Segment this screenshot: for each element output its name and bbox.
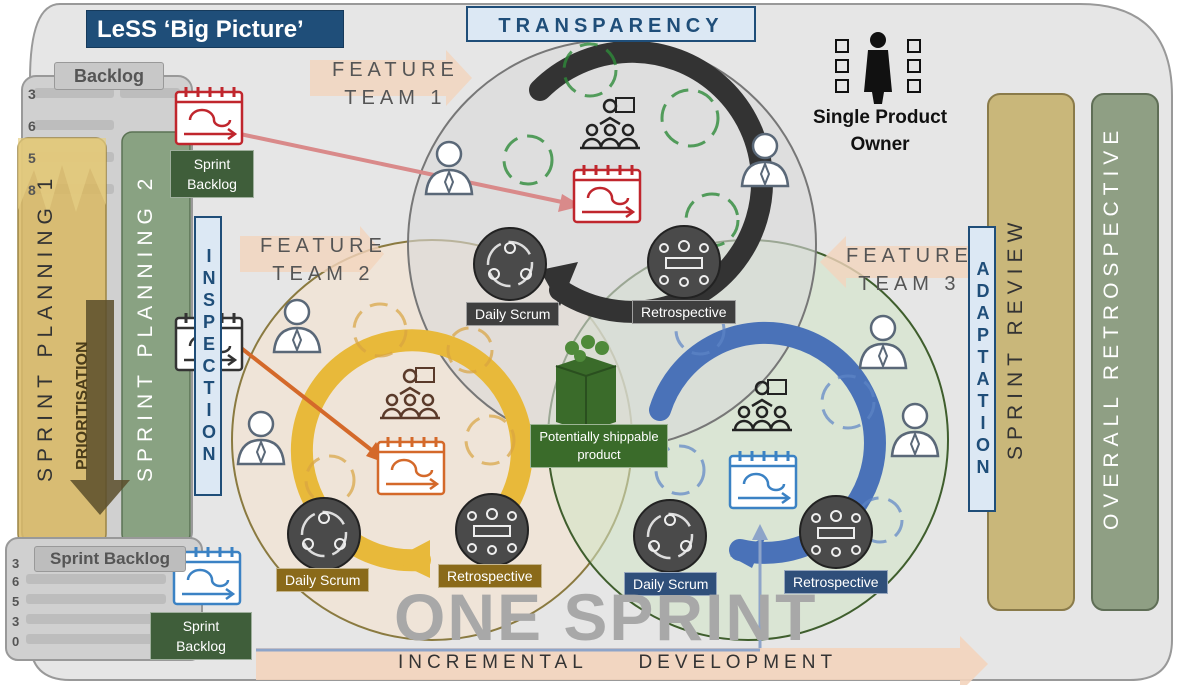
incremental-development-label: INCREMENTAL DEVELOPMENT — [398, 652, 838, 673]
potentially-shippable-tag: Potentially shippable product — [530, 424, 668, 468]
sprint-planning-1-zigzag — [18, 138, 106, 215]
team2-arrow — [240, 226, 384, 282]
sprint-backlog-tag: Sprint Backlog — [150, 612, 252, 660]
team3-label: FEATURE TEAM 3 — [846, 242, 973, 298]
sprint-backlog-number: 3 — [12, 556, 20, 571]
team2-label: FEATURE TEAM 2 — [260, 232, 387, 288]
backlog-number: 6 — [28, 118, 36, 134]
calendar-icon — [728, 449, 798, 510]
sprint-planning-1-label: SPRINT PLANNING 1 — [34, 172, 57, 482]
team3-label-line2: TEAM 3 — [858, 273, 961, 295]
adaptation-label: ADAPTATION — [968, 226, 996, 512]
sprint-backlog-arrow-1 — [239, 132, 563, 204]
sprint-review-column — [987, 93, 1075, 611]
overall-retrospective-label: OVERALL RETROSPECTIVE — [1100, 124, 1123, 530]
sprint-backlog-arrow-2 — [234, 342, 376, 454]
transparency-label: TRANSPARENCY — [466, 6, 756, 42]
team1-label-line2: TEAM 1 — [344, 87, 447, 109]
sprint-backlog-number: 5 — [12, 594, 20, 609]
sprint-backlog-number: 6 — [12, 574, 20, 589]
backlog-label: Backlog — [54, 62, 164, 90]
calendar-icon — [174, 85, 244, 146]
sprint-backlog-stack-label: Sprint Backlog — [34, 546, 186, 572]
sprint-backlog-number: 0 — [12, 634, 20, 649]
calendar-icon — [572, 163, 642, 224]
product-owner-icon — [835, 32, 921, 104]
prioritisation-arrow — [70, 300, 130, 515]
team1-arrow — [310, 50, 472, 106]
sprint-planning-2-label: SPRINT PLANNING 2 — [134, 172, 157, 482]
product-box-icon — [555, 335, 617, 432]
team3-arrow — [820, 236, 984, 288]
team1-retrospective-icon — [647, 225, 721, 299]
team1-retrospective-tag: Retrospective — [632, 300, 736, 324]
team1-label-line1: FEATURE — [332, 59, 459, 81]
one-sprint-label: ONE SPRINT — [394, 580, 818, 654]
sprint-backlog-number: 3 — [12, 614, 20, 629]
team3-daily-scrum-tag: Daily Scrum — [624, 572, 718, 596]
diagram-title: LeSS ‘Big Picture’ — [86, 10, 344, 48]
sprint-backlog-items — [26, 574, 166, 644]
team2-daily-scrum-tag: Daily Scrum — [276, 568, 370, 592]
team1-label: FEATURE TEAM 1 — [332, 56, 459, 112]
backlog-number: 5 — [28, 150, 36, 166]
inspection-label: INSPECTION — [194, 216, 222, 496]
team2-label-line1: FEATURE — [260, 235, 387, 257]
backlog-number: 8 — [28, 182, 36, 198]
team3-retrospective-icon — [799, 495, 873, 569]
team2-retrospective-icon — [455, 493, 529, 567]
overall-retro-column — [1091, 93, 1159, 611]
team2-retrospective-tag: Retrospective — [438, 564, 542, 588]
team3-daily-scrum-icon — [632, 498, 708, 574]
team1-daily-scrum-tag: Daily Scrum — [466, 302, 560, 326]
prioritisation-label: PRIORITISATION — [74, 341, 91, 470]
team2-label-line2: TEAM 2 — [272, 263, 375, 285]
backlog-number: 3 — [28, 86, 36, 102]
team3-label-line1: FEATURE — [846, 245, 973, 267]
team3-retrospective-tag: Retrospective — [784, 570, 888, 594]
calendar-icon — [376, 435, 446, 496]
team2-daily-scrum-icon — [286, 496, 362, 572]
single-product-owner-label: Single Product Owner — [812, 107, 948, 155]
sprint-backlog-tag: Sprint Backlog — [170, 150, 254, 198]
team1-daily-scrum-icon — [472, 226, 548, 302]
incremental-arrow — [256, 636, 988, 685]
sprint-review-label: SPRINT REVIEW — [1004, 216, 1027, 460]
